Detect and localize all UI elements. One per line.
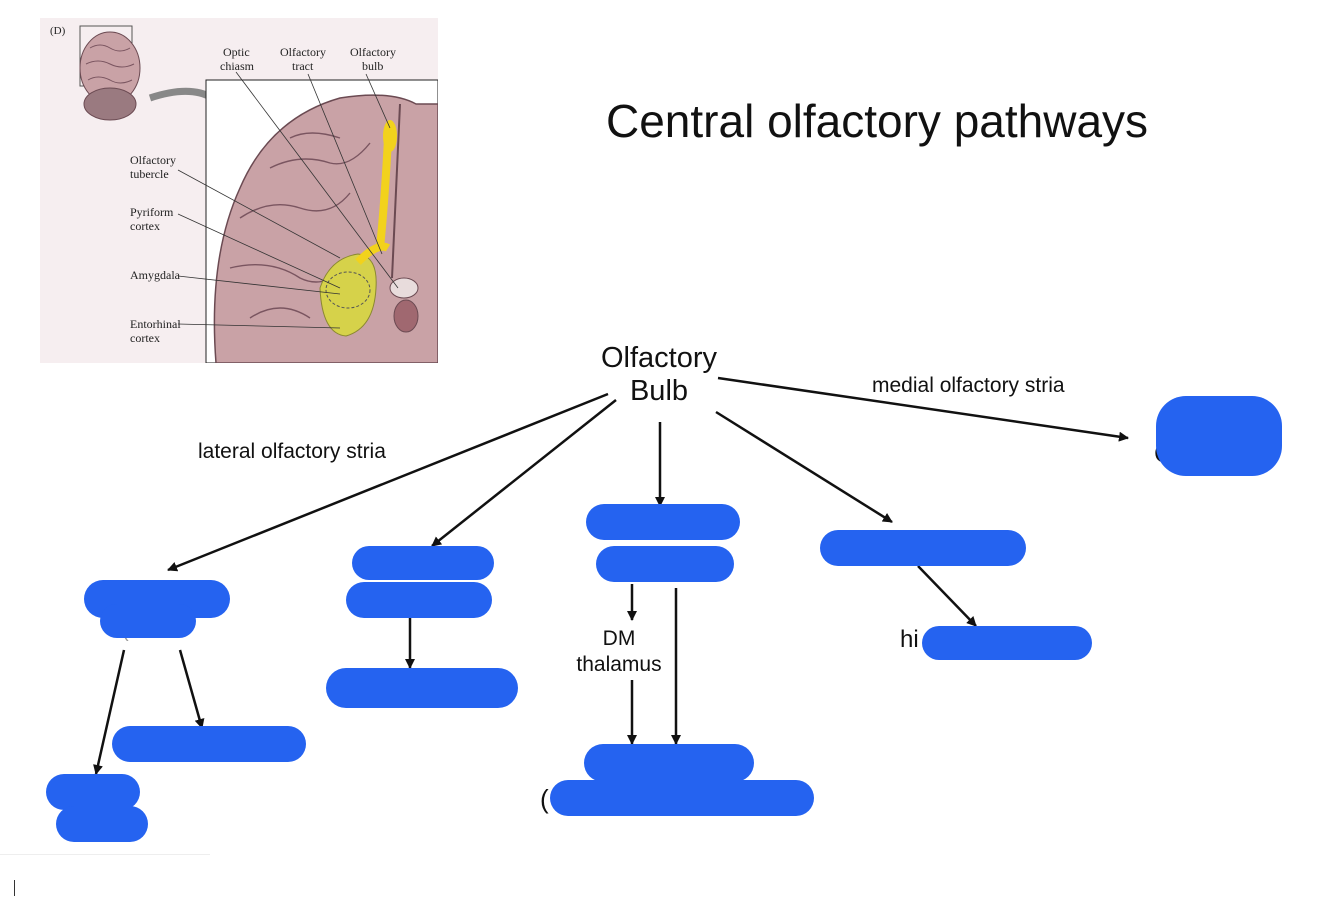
redaction-left-down-1 xyxy=(46,774,140,810)
arrow-fourth xyxy=(715,410,893,524)
root-line-1: Olfactory xyxy=(600,342,718,374)
arrow-lateral xyxy=(167,392,609,572)
arrow-left-right xyxy=(178,649,205,729)
redaction-left-right-target xyxy=(112,726,306,762)
medial-stria-label: medial olfactory stria xyxy=(872,374,1065,397)
divider xyxy=(0,854,210,855)
redaction-left-down-2 xyxy=(56,806,148,842)
root-line-2: Bulb xyxy=(629,375,689,407)
dm-line-2: thalamus xyxy=(576,653,662,676)
redaction-second-target xyxy=(326,668,518,708)
redaction-lateral-target-2 xyxy=(100,604,196,638)
redaction-fourth xyxy=(820,530,1026,566)
redaction-center-2 xyxy=(596,546,734,582)
text-cursor xyxy=(14,880,15,896)
redaction-fourth-target xyxy=(922,626,1092,660)
redaction-center-1 xyxy=(586,504,740,540)
redaction-second-2 xyxy=(346,582,492,618)
dm-line-1: DM xyxy=(602,627,636,650)
dm-thalamus-label: DM thalamus xyxy=(555,626,683,678)
panel-label: (D) xyxy=(50,25,66,37)
arrow-second xyxy=(431,399,617,547)
redaction-bottom-1 xyxy=(584,744,754,782)
lateral-stria-label: lateral olfactory stria xyxy=(198,440,386,463)
inset-brain: (D) xyxy=(50,25,141,121)
arrow-medial xyxy=(717,376,1129,442)
partial-paren-text: ( xyxy=(540,784,549,814)
redaction-second-1 xyxy=(352,546,494,580)
arrow-left-down xyxy=(93,649,126,775)
root-node: Olfactory Bulb xyxy=(588,342,730,408)
redaction-bottom-2 xyxy=(550,780,814,816)
partial-hi-text: hi xyxy=(900,626,919,653)
redaction-medial-target xyxy=(1156,396,1282,476)
label-amygdala: Amygdala xyxy=(130,268,181,282)
slide-title: Central olfactory pathways xyxy=(606,95,1149,147)
arrow-fourth-down xyxy=(917,565,977,627)
